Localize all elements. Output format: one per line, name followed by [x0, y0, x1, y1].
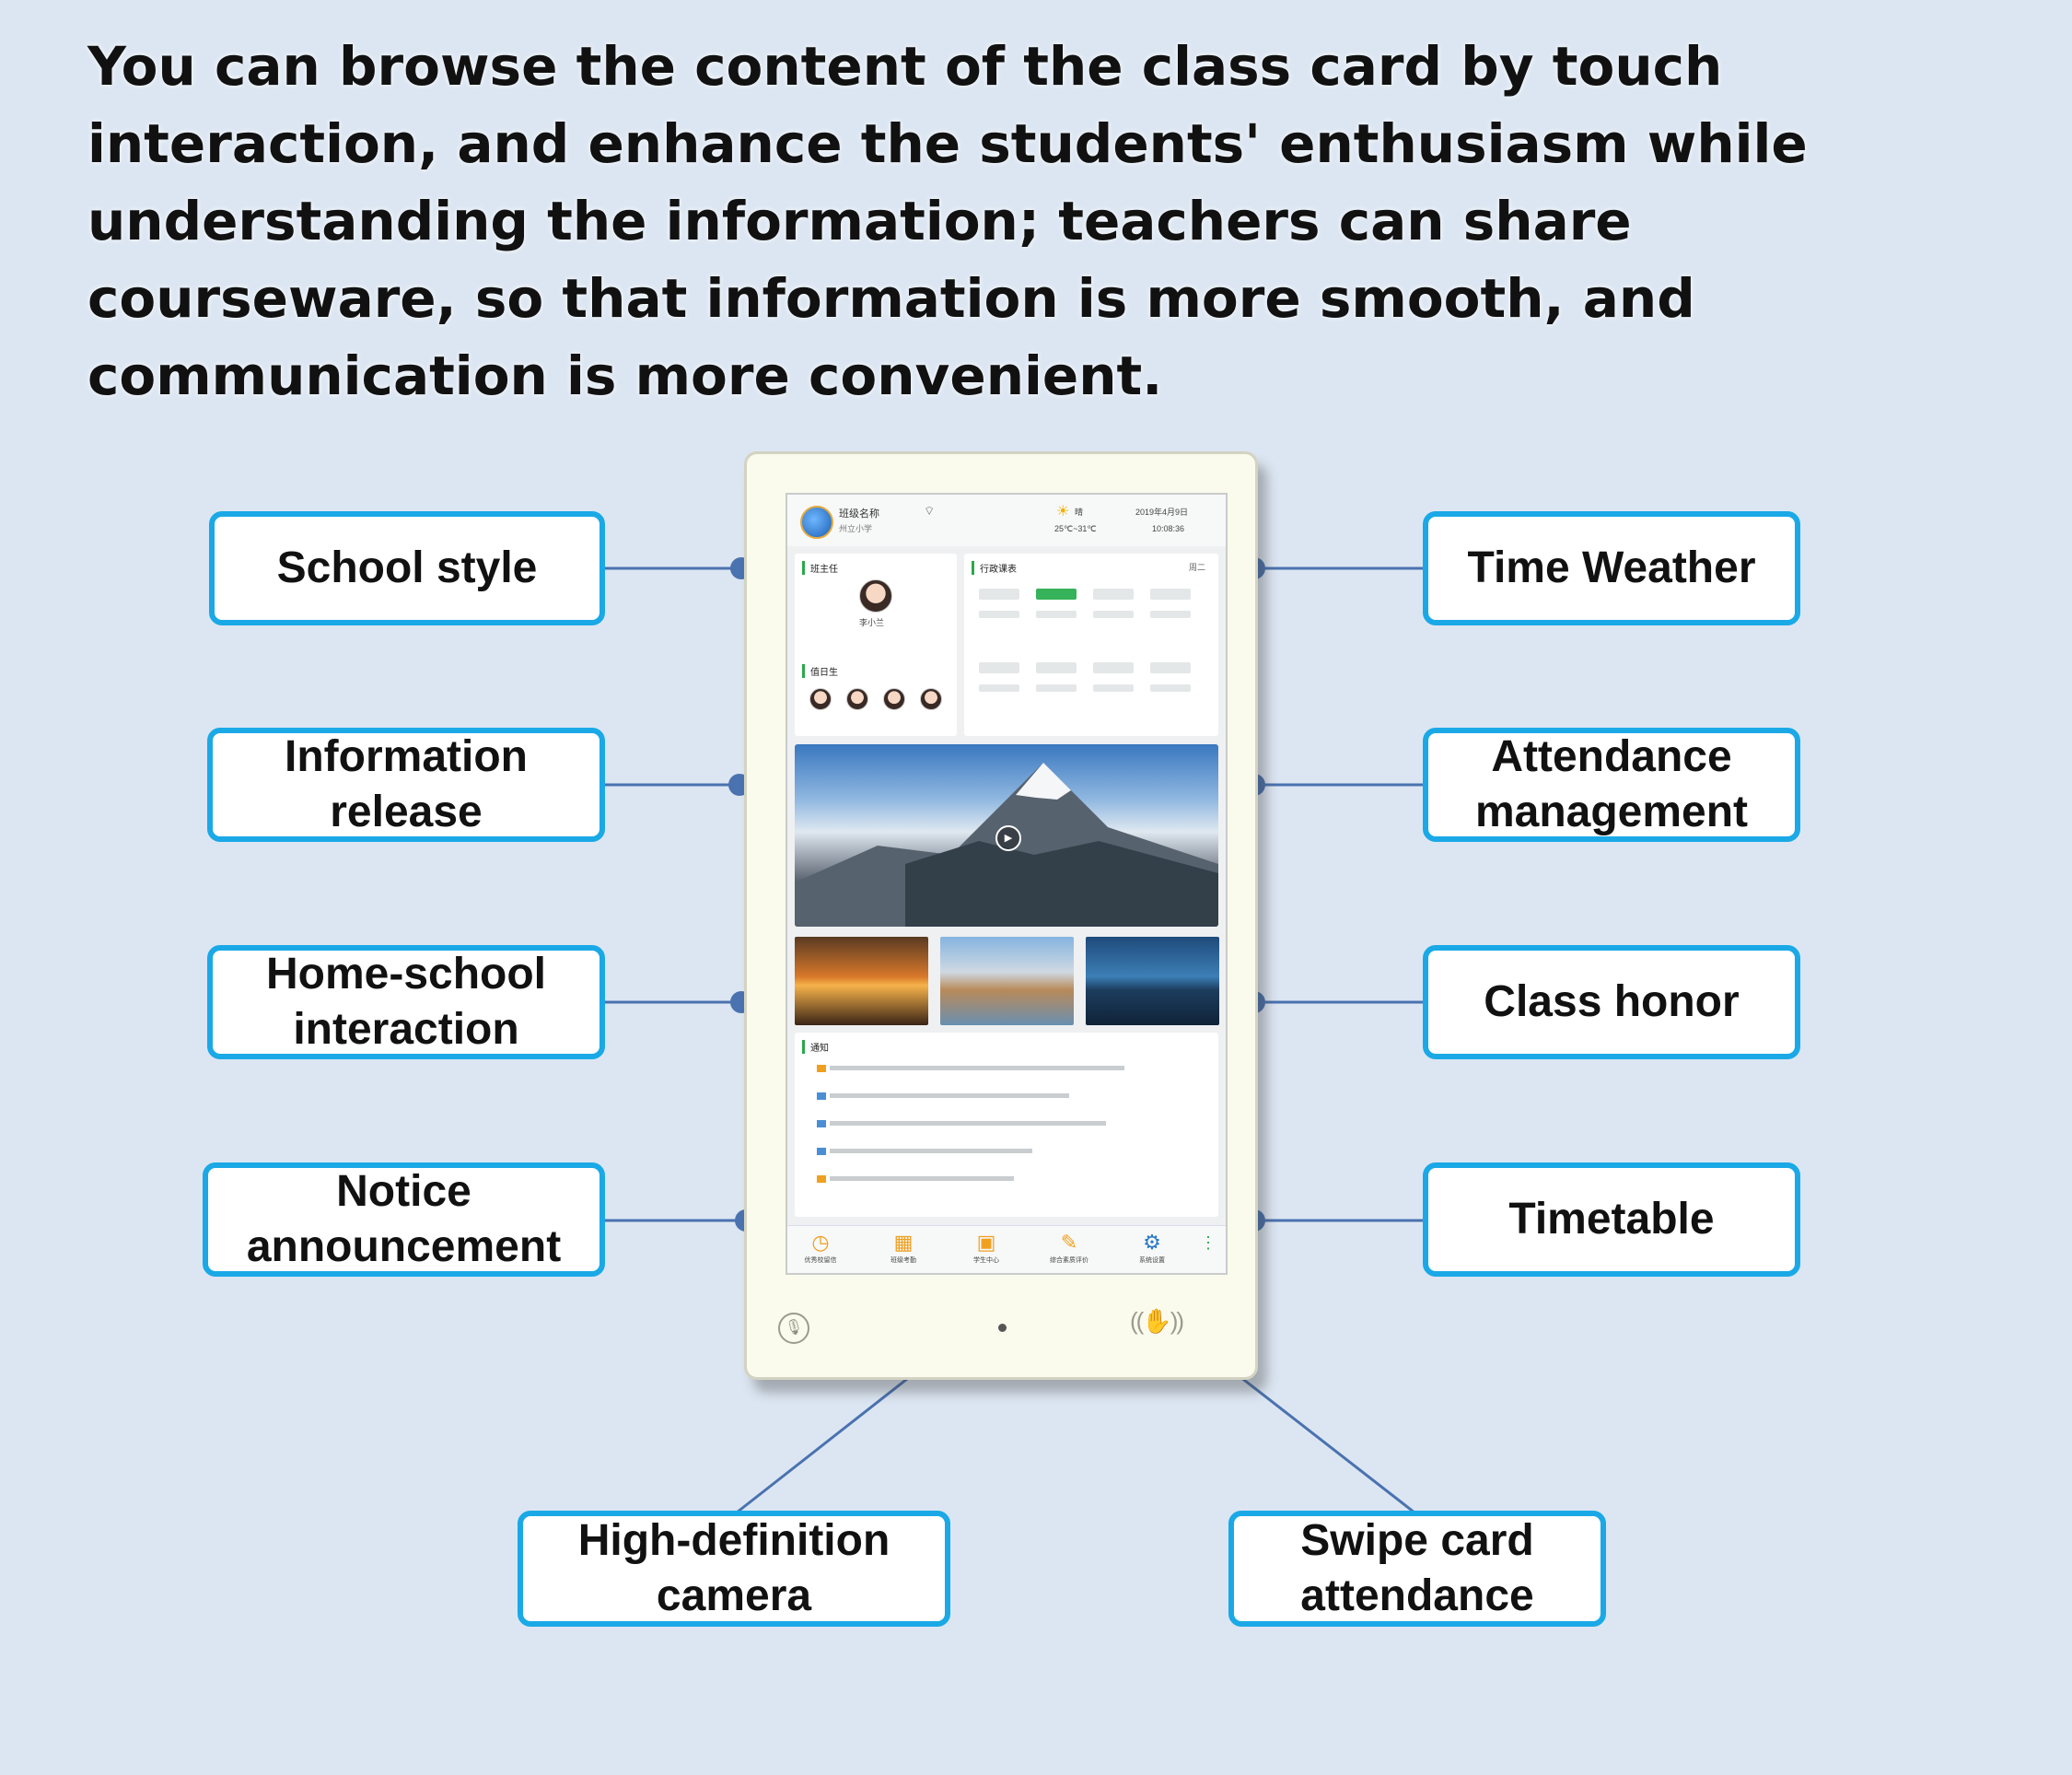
student-avatar [883, 688, 905, 710]
timetable-cell [1150, 611, 1191, 618]
timetable-cell [979, 662, 1019, 673]
video-banner[interactable]: ▶ [795, 744, 1218, 927]
clock-icon: ◷ [811, 1231, 830, 1254]
nfc-card-reader-icon: ((✋)) [1130, 1307, 1184, 1335]
timetable-cell [1093, 684, 1134, 692]
notice-item[interactable] [817, 1147, 1032, 1156]
timetable-cell [1150, 684, 1191, 692]
label-time-weather: Time Weather [1423, 511, 1800, 625]
label-class-honor: Class honor [1423, 945, 1800, 1059]
label-timetable: Timetable [1423, 1162, 1800, 1277]
timetable-cell [1093, 611, 1134, 618]
timetable-day: 周二 [1188, 563, 1205, 572]
timetable-cell [1150, 589, 1191, 600]
screen-header: 班级名称 州立小学 ⌔ ☀ 晴 25℃~31℃ 2019年4月9日 10:08:… [787, 495, 1226, 546]
more-icon[interactable]: ⋮ [1200, 1233, 1216, 1252]
notice-item[interactable] [817, 1092, 1069, 1101]
timetable-cell [979, 589, 1019, 600]
lake-town-thumbnail[interactable] [940, 937, 1074, 1025]
notice-item[interactable] [817, 1064, 1124, 1073]
student-avatar [809, 688, 832, 710]
camera-lens [998, 1324, 1007, 1332]
teacher-name: 李小兰 [859, 618, 885, 627]
headline: You can browse the content of the class … [87, 35, 1808, 407]
class-card-device: 班级名称 州立小学 ⌔ ☀ 晴 25℃~31℃ 2019年4月9日 10:08:… [744, 451, 1258, 1380]
device-screen[interactable]: 班级名称 州立小学 ⌔ ☀ 晴 25℃~31℃ 2019年4月9日 10:08:… [786, 493, 1228, 1275]
dock-item[interactable]: ✎ 综合素质评价 [1042, 1232, 1097, 1265]
temperature: 25℃~31℃ [1054, 524, 1097, 533]
night-pier-thumbnail[interactable] [1086, 937, 1219, 1025]
timetable-panel[interactable]: 行政课表 周二 [964, 554, 1218, 736]
school-name: 州立小学 [839, 524, 873, 533]
timetable-cell [979, 684, 1019, 692]
calendar-icon: ▦ [893, 1231, 914, 1254]
wifi-icon: ⌔ [924, 504, 936, 518]
teacher-avatar [859, 579, 892, 613]
timetable-cell [1093, 662, 1134, 673]
timetable-cell [979, 611, 1019, 618]
notice-panel[interactable]: 通知 [795, 1033, 1218, 1217]
notice-item[interactable] [817, 1119, 1106, 1128]
microphone-icon: 🎙 [778, 1313, 809, 1344]
timetable-cell [1036, 684, 1077, 692]
class-teacher-title: 班主任 [802, 561, 838, 575]
edit-icon: ✎ [1060, 1231, 1078, 1254]
class-teacher-panel[interactable]: 班主任 李小兰 值日生 [795, 554, 957, 736]
school-logo-icon [800, 506, 833, 539]
timetable-cell [1093, 589, 1134, 600]
date: 2019年4月9日 [1135, 508, 1189, 517]
play-icon[interactable]: ▶ [995, 825, 1021, 851]
notice-title: 通知 [802, 1040, 829, 1054]
weather-text: 晴 [1075, 508, 1084, 517]
sunset-thumbnail[interactable] [795, 937, 928, 1025]
dock-item[interactable]: ⚙ 系统设置 [1124, 1232, 1180, 1265]
label-school-style: School style [209, 511, 605, 625]
clock: 10:08:36 [1152, 524, 1185, 533]
timetable-title: 行政课表 [972, 561, 1017, 575]
dock-item[interactable]: ◷ 优秀校留信 [793, 1232, 848, 1265]
dock-item[interactable]: ▣ 学生中心 [959, 1232, 1014, 1265]
sun-icon: ☀ [1056, 504, 1070, 520]
class-name: 班级名称 [839, 508, 879, 520]
dock-item[interactable]: ▦ 班级考勤 [876, 1232, 931, 1265]
student-avatar [846, 688, 868, 710]
duty-title: 值日生 [802, 664, 838, 678]
timetable-cell [1036, 611, 1077, 618]
bottom-dock: ◷ 优秀校留信 ▦ 班级考勤 ▣ 学生中心 ✎ 综合素质评价 ⚙ 系统设置 ⋮ [787, 1225, 1226, 1273]
timetable-cell [1036, 662, 1077, 673]
student-avatar [920, 688, 942, 710]
gear-icon: ⚙ [1143, 1231, 1161, 1254]
notice-item[interactable] [817, 1174, 1014, 1184]
grid-icon: ▣ [976, 1231, 996, 1254]
timetable-cell [1036, 589, 1077, 600]
timetable-cell [1150, 662, 1191, 673]
